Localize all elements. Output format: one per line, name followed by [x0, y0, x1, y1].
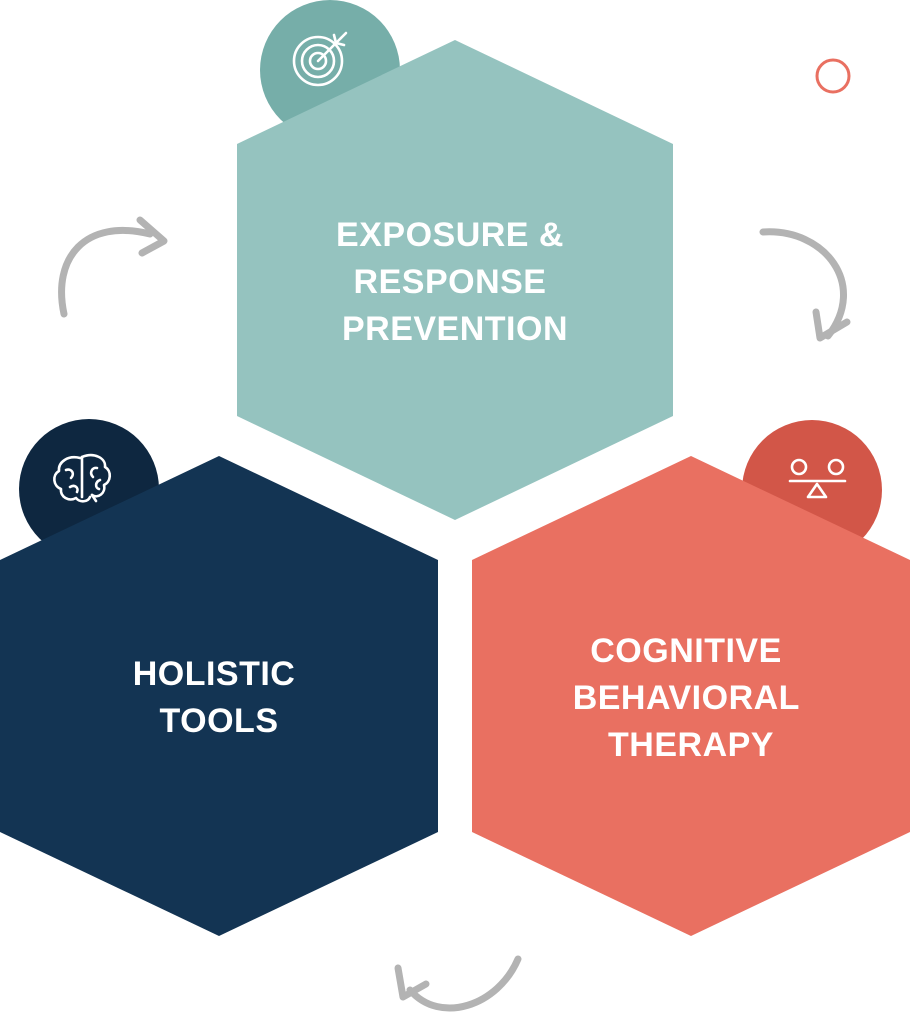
cbt-label-line-1: COGNITIVE	[590, 632, 782, 670]
exposure-label-line-2: RESPONSE	[354, 263, 547, 301]
svg-text:HOLISTIC TOOLS: HOLISTIC TOOLS	[133, 655, 306, 740]
holistic-label-line-2: TOOLS	[160, 702, 279, 740]
exposure-hexagon	[237, 40, 673, 520]
cycle-arrow-right	[759, 228, 851, 342]
node-cbt: COGNITIVE BEHAVIORAL THERAPY	[472, 420, 910, 936]
svg-text:EXPOSURE & RESPONSE: EXPOSURE & RESPONSE PREVENTION	[336, 216, 574, 348]
node-exposure: EXPOSURE & RESPONSE PREVENTION	[237, 0, 673, 520]
exposure-label-line-1: EXPOSURE &	[336, 216, 564, 254]
cbt-label-line-3: THERAPY	[608, 726, 774, 764]
svg-text:COGNITIVE BEHAVIORAL: COGNITIVE BEHAVIORAL THERAPY	[573, 632, 810, 764]
cycle-arrow-left	[58, 216, 168, 318]
exposure-label-line-3: PREVENTION	[342, 310, 568, 348]
holistic-label-line-1: HOLISTIC	[133, 655, 296, 693]
balance-scale-icon	[788, 458, 847, 499]
target-icon	[292, 31, 348, 87]
cycle-arrow-bottom	[394, 955, 522, 1012]
cbt-label-line-2: BEHAVIORAL	[573, 679, 800, 717]
decorative-ring	[815, 58, 851, 94]
holistic-hexagon	[0, 456, 438, 936]
brain-icon	[53, 453, 112, 503]
cbt-hexagon	[472, 456, 910, 936]
node-holistic: HOLISTIC TOOLS	[0, 419, 438, 936]
